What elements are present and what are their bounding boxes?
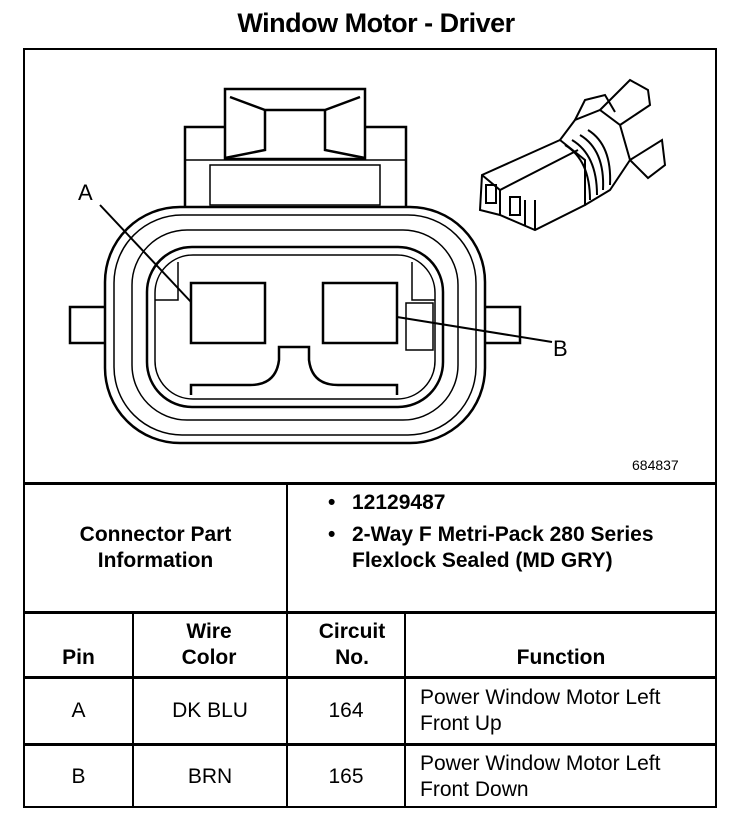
divider xyxy=(404,612,406,807)
connector-frame xyxy=(23,48,717,808)
wire-color-cell: BRN xyxy=(187,765,233,788)
connector-description: 2-Way F Metri-Pack 280 Series Flexlock S… xyxy=(352,523,654,572)
connector-info-item: • 12129487 xyxy=(320,490,692,516)
wire-color-cell: DK BLU xyxy=(172,699,248,722)
pin-b-label: B xyxy=(553,336,568,361)
bullet-icon: • xyxy=(328,491,336,514)
page-title: Window Motor - Driver xyxy=(237,8,515,38)
connector-info-item: • 2-Way F Metri-Pack 280 Series Flexlock … xyxy=(320,522,692,574)
divider xyxy=(23,743,717,746)
figure-number: 684837 xyxy=(632,457,679,473)
function-cell: Power Window Motor Left Front Down xyxy=(420,752,661,801)
pin-b-cavity xyxy=(321,281,399,345)
header-function: Function xyxy=(516,646,606,669)
connector-info-list: • 12129487 • 2-Way F Metri-Pack 280 Series… xyxy=(320,490,692,580)
pin-a-label: A xyxy=(78,180,93,205)
header-circuit: Circuit No. xyxy=(318,620,386,669)
left-side-tab xyxy=(68,305,108,345)
connector-latch xyxy=(183,87,408,214)
divider xyxy=(23,482,717,485)
bullet-icon: • xyxy=(328,523,336,546)
divider xyxy=(23,611,717,614)
header-pin: Pin xyxy=(62,646,95,669)
header-wire-color: Wire Color xyxy=(181,620,237,669)
divider xyxy=(286,483,288,807)
divider xyxy=(23,676,717,679)
connector-body-inner xyxy=(145,245,445,409)
circuit-cell: 164 xyxy=(328,699,364,722)
connector-isometric-icon xyxy=(478,78,667,232)
pin-cell: A xyxy=(71,699,86,722)
circuit-cell: 165 xyxy=(328,765,364,788)
function-cell: Power Window Motor Left Front Up xyxy=(420,686,661,735)
part-number: 12129487 xyxy=(352,491,446,514)
pin-cell: B xyxy=(71,765,86,788)
connector-info-label: Connector Part Information xyxy=(79,523,232,572)
right-side-tab xyxy=(482,305,522,345)
divider xyxy=(132,612,134,807)
connector-face-diagram: A B xyxy=(68,78,667,445)
pin-a-cavity xyxy=(189,281,267,345)
bottom-notch xyxy=(189,345,399,395)
